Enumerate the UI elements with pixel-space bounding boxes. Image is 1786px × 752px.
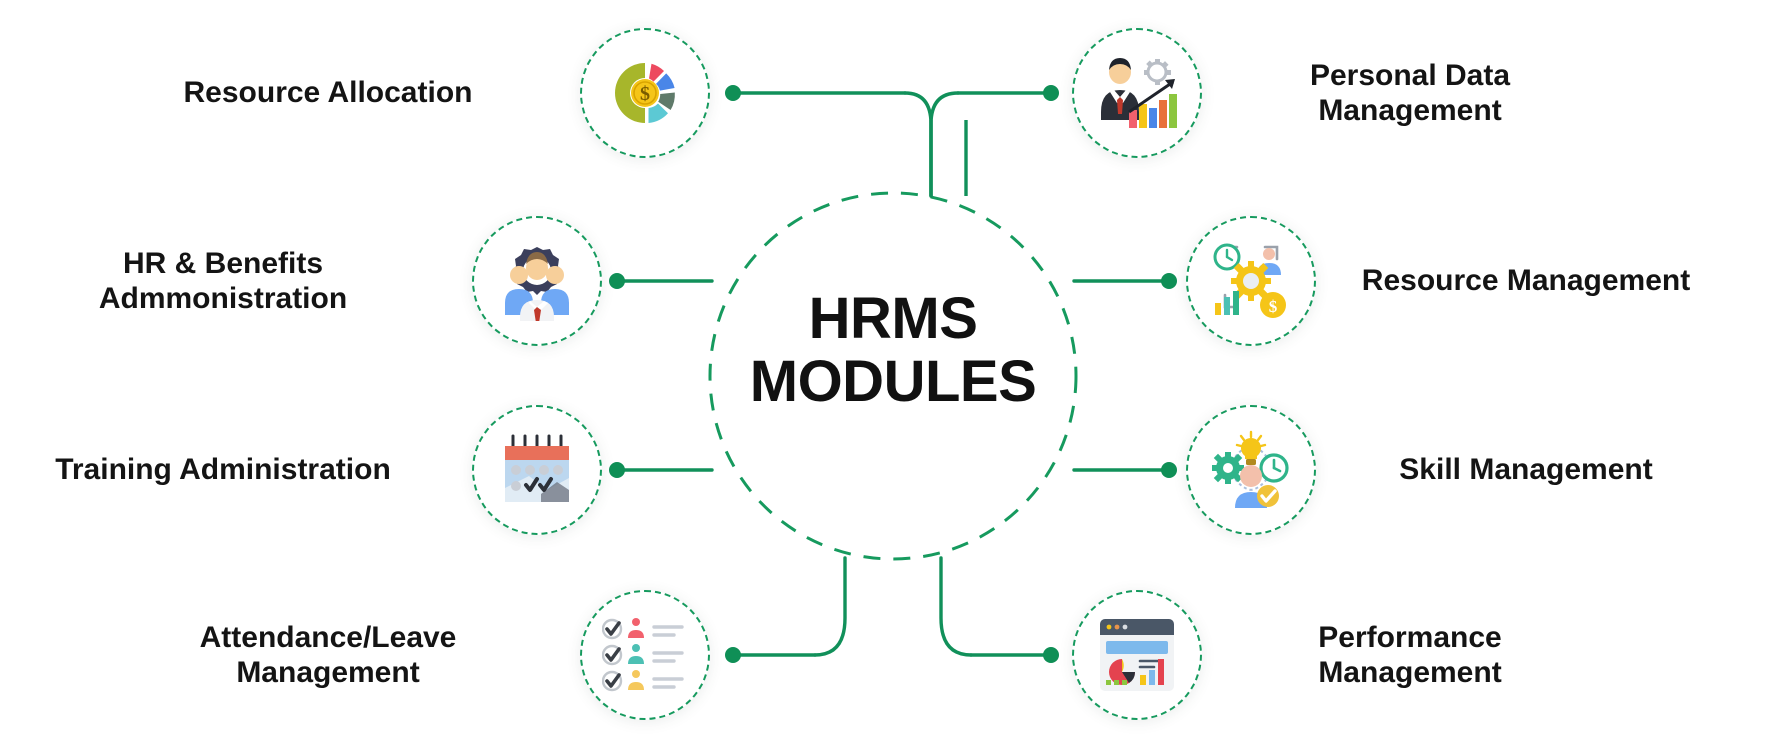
businessman-chart-gear-icon (1101, 58, 1177, 128)
module-label: Resource Allocation (183, 76, 473, 110)
module-icon-training-administration[interactable] (472, 405, 602, 535)
dashed-ring (580, 28, 710, 158)
connector-dot (725, 647, 741, 663)
connector-dot (1043, 647, 1059, 663)
module-label: HR & Benefits Admmonistration (98, 246, 348, 315)
module-icon-performance-management[interactable] (1072, 590, 1202, 720)
module-icon-skill-management[interactable] (1186, 405, 1316, 535)
checklist-people-icon (602, 618, 684, 692)
wire-personal-data-curve (929, 91, 960, 198)
module-icon-resource-management[interactable]: $ (1186, 216, 1316, 346)
svg-text:$: $ (1269, 297, 1278, 316)
connector-dot (1161, 273, 1177, 289)
module-hr-benefits-administration[interactable]: HR & Benefits Admmonistration (22, 222, 512, 340)
module-label: Performance Management (1318, 620, 1502, 689)
svg-text:$: $ (640, 83, 650, 105)
module-label: Training Administration (55, 453, 391, 487)
module-label: Personal Data Management (1309, 58, 1511, 127)
module-label: Skill Management (1399, 453, 1653, 487)
wire-performance-curve (939, 556, 973, 657)
clock-gear-person-coin-icon: $ (1213, 243, 1286, 318)
module-training-administration[interactable]: Training Administration (22, 411, 512, 529)
module-icon-hr-benefits[interactable] (472, 216, 602, 346)
wire-attendance-leave-curve (813, 556, 847, 657)
people-gear-icon (505, 247, 569, 321)
module-icon-resource-allocation[interactable]: $ (580, 28, 710, 158)
connector-dot (1161, 462, 1177, 478)
module-icon-attendance-leave[interactable] (580, 590, 710, 720)
dashed-ring (1186, 216, 1316, 346)
module-label: Attendance/Leave Management (199, 620, 457, 689)
center-dashed-circle (708, 191, 1078, 561)
module-label: Resource Management (1361, 264, 1691, 298)
dashboard-analytics-icon (1100, 619, 1174, 691)
donut-chart-money-icon: $ (615, 63, 675, 123)
wire-resource-allocation-curve (903, 91, 933, 198)
connector-dot (725, 85, 741, 101)
module-attendance-leave-management[interactable]: Attendance/Leave Management (132, 596, 612, 714)
person-bulb-gear-clock-icon (1212, 430, 1289, 508)
dashed-ring (1072, 590, 1202, 720)
calendar-check-icon (505, 434, 569, 502)
dashed-ring (472, 216, 602, 346)
center-title: HRMS MODULES (749, 286, 1037, 414)
dashed-ring (472, 405, 602, 535)
module-resource-allocation[interactable]: Resource Allocation (132, 34, 612, 152)
dashed-ring (1072, 28, 1202, 158)
dashed-ring (580, 590, 710, 720)
connector-dot (1043, 85, 1059, 101)
connector-dot (609, 273, 625, 289)
dashed-ring (1186, 405, 1316, 535)
module-icon-personal-data[interactable] (1072, 28, 1202, 158)
connector-dot (609, 462, 625, 478)
